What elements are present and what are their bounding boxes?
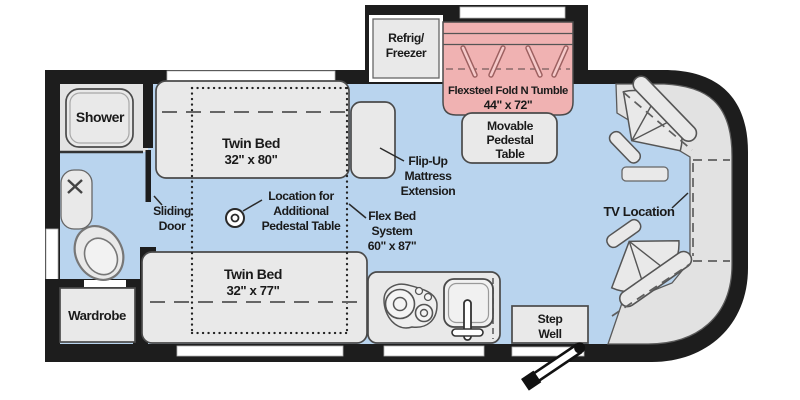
sliding-door-wall: [143, 82, 153, 148]
twin-bed-bottom-label: Twin Bed: [224, 266, 282, 282]
movable-pedestal-table: [461, 112, 558, 164]
flex-bed-label-3: 60" x 87": [368, 239, 417, 253]
bathroom-sink: [60, 169, 93, 230]
flex-bed-label-1: Flex Bed: [368, 209, 416, 223]
twin-bed-top: [155, 80, 350, 179]
flex-bed-dotted-outline: [190, 86, 349, 335]
kitchen-counter: [367, 271, 501, 344]
shower-label: Shower: [76, 109, 125, 125]
wardrobe: [59, 287, 136, 343]
sofa-size: 44" x 72": [484, 98, 533, 112]
step-well-label-1: Step: [538, 312, 563, 326]
sliding-door-pointer-line: [153, 195, 163, 206]
flex-bed-pointer-line: [348, 203, 367, 219]
refrigerator: [369, 15, 443, 82]
twin-bed-bottom: [141, 251, 368, 344]
window-left-bath: [45, 228, 59, 281]
step-well-label-2: Well: [538, 327, 561, 341]
flip-up-label-3: Extension: [401, 184, 456, 198]
shower-pan: [65, 88, 134, 148]
tv-location-label: TV Location: [603, 204, 674, 219]
pedestal-location-label-2: Additional: [273, 204, 329, 218]
twin-bed-bottom-size: 32" x 77": [227, 283, 280, 298]
sliding-door-label-2: Door: [159, 219, 186, 233]
flexsteel-sofa: [442, 21, 574, 116]
cab-area: [607, 83, 733, 345]
bath-divider-gap: [84, 280, 126, 287]
cab-seat-top-base: [621, 166, 669, 182]
flip-up-label-2: Mattress: [405, 169, 453, 183]
burner-small: [414, 303, 434, 323]
sliding-door-panel: [145, 150, 151, 202]
wardrobe-label: Wardrobe: [68, 308, 126, 323]
movable-table-label-1: Movable: [487, 119, 534, 133]
refrigerator-label-1: Refrig/: [388, 31, 425, 45]
entry-door: [521, 342, 586, 391]
stove: [383, 283, 438, 329]
sofa-fold-hatches: [460, 45, 569, 78]
flex-bed-label-2: System: [372, 224, 414, 238]
pedestal-pointer-line: [242, 199, 263, 212]
sliding-door-label-1: Sliding: [153, 204, 191, 218]
window-sofa: [459, 6, 566, 19]
sofa-label: Flexsteel Fold N Tumble: [448, 85, 568, 97]
movable-table-label-2: Pedestal: [487, 133, 534, 147]
stove-knob: [423, 292, 433, 302]
burner-large: [384, 288, 416, 320]
kitchen-sink: [443, 278, 494, 341]
toilet: [73, 225, 125, 281]
entry-door-opening: [511, 346, 585, 357]
window-bottom-kitchen: [383, 345, 485, 357]
pedestal-location-label-3: Pedestal Table: [262, 219, 341, 233]
window-bottom-bed: [176, 345, 344, 357]
faucet-handle: [451, 328, 484, 337]
cab-dashed-guides: [611, 91, 730, 317]
pedestal-location-label-1: Location for: [268, 189, 334, 203]
flip-up-pointer-line: [379, 147, 405, 162]
step-well: [511, 305, 589, 344]
stove-knob: [414, 286, 424, 296]
twin-bed-top-label: Twin Bed: [222, 135, 280, 151]
twin-bed-top-size: 32" x 80": [225, 152, 278, 167]
shower-room: [60, 84, 148, 154]
movable-table-label-3: Table: [496, 147, 526, 161]
flip-up-label-1: Flip-Up: [408, 154, 447, 168]
pedestal-table-location-marker: [225, 208, 245, 228]
refrigerator-label-2: Freezer: [386, 46, 427, 60]
tv-pointer-line: [671, 192, 689, 209]
flip-up-mattress-extension: [350, 101, 396, 179]
